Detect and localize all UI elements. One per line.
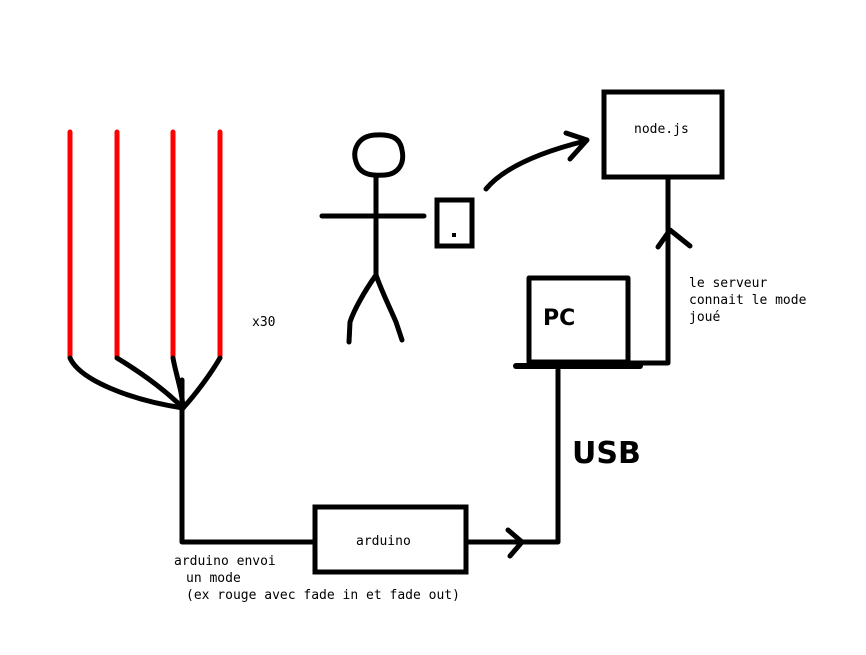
phone-button-icon — [452, 233, 456, 237]
wire-2 — [114, 355, 186, 411]
arduino-note-line-3: (ex rouge avec fade in et fade out) — [186, 588, 460, 603]
server-note: le serveur connait le mode joué — [689, 276, 807, 325]
arrow-head-right — [505, 527, 525, 559]
wire-4 — [180, 355, 223, 411]
figure-right-leg — [373, 272, 405, 343]
wire-pc-node — [625, 177, 671, 366]
arrow-curve — [483, 138, 588, 192]
arrow-head-curve — [563, 130, 590, 162]
led-strips — [67, 129, 223, 359]
nodejs-box: node.js — [601, 89, 725, 180]
usb-label: USB — [572, 436, 641, 471]
arduino-label: arduino — [356, 534, 411, 549]
server-note-line-3: joué — [689, 310, 720, 325]
arduino-box: arduino — [312, 504, 469, 575]
pc-screen — [526, 275, 631, 365]
figure-left-leg — [346, 272, 379, 345]
pc-laptop — [513, 275, 643, 369]
stick-figure — [319, 132, 427, 345]
wire-trunk — [179, 377, 318, 545]
wire-arduino-pc — [463, 367, 561, 545]
arduino-note: arduino envoi un mode (ex rouge avec fad… — [174, 554, 460, 603]
arrow-head-up — [655, 227, 693, 250]
arduino-note-line-2: un mode — [186, 571, 241, 586]
server-note-line-1: le serveur — [689, 276, 767, 291]
figure-head — [352, 132, 406, 178]
arduino-note-line-1: arduino envoi — [174, 554, 276, 569]
count-label: x30 — [252, 315, 275, 330]
nodejs-label: node.js — [634, 122, 689, 137]
phone-to-node-arrow — [483, 130, 590, 192]
pc-to-node-wire — [625, 177, 693, 366]
server-note-line-2: connait le mode — [689, 293, 807, 308]
wire-bundle — [67, 355, 318, 545]
pc-label: PC — [543, 306, 575, 331]
wire-1 — [67, 355, 186, 411]
phone-icon — [434, 197, 475, 249]
arduino-to-pc-wire — [463, 367, 561, 559]
